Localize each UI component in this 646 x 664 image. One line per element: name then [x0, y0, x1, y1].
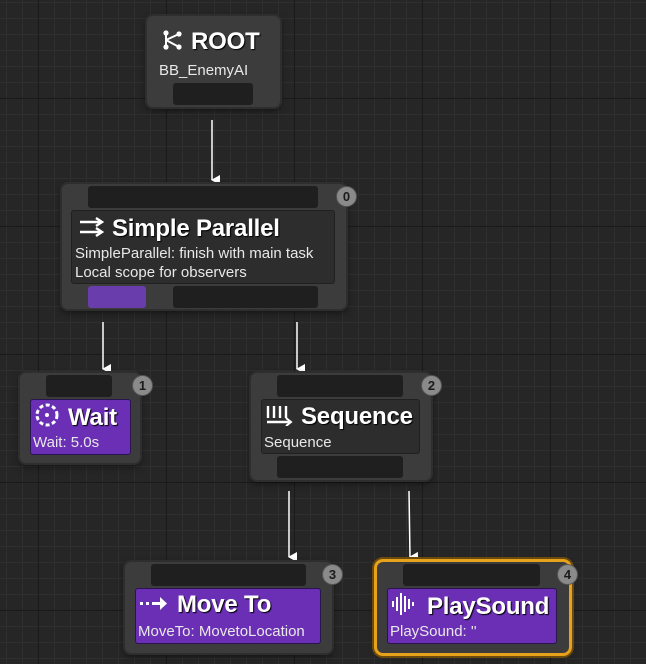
root-branch-icon: [161, 29, 183, 56]
wait-index-badge: 1: [132, 375, 153, 396]
root-title: ROOT: [191, 28, 260, 55]
parallel-title: Simple Parallel: [112, 215, 280, 242]
sequence-input-pin[interactable]: [277, 375, 403, 397]
wait-node[interactable]: Wait Wait: 5.0s 1: [20, 373, 153, 463]
parallel-desc-2: Local scope for observers: [75, 264, 247, 281]
wait-timer-icon: [34, 402, 60, 433]
play-sound-node[interactable]: PlaySound PlaySound: '' 4: [377, 562, 578, 653]
parallel-background-pin[interactable]: [173, 286, 318, 308]
playsound-index-badge: 4: [557, 564, 578, 585]
root-output-pin[interactable]: [173, 83, 253, 105]
moveto-input-pin[interactable]: [151, 564, 306, 586]
root-blackboard: BB_EnemyAI: [159, 62, 249, 79]
parallel-panel: Simple Parallel SimpleParallel: finish w…: [71, 210, 335, 284]
moveto-title: Move To: [177, 591, 272, 618]
parallel-desc-1: SimpleParallel: finish with main task: [75, 245, 314, 262]
wire-sequence-to-playsound: [408, 490, 419, 562]
wait-title: Wait: [68, 403, 117, 431]
sequence-desc: Sequence: [264, 434, 332, 451]
wait-panel: Wait Wait: 5.0s: [30, 399, 131, 455]
playsound-desc: PlaySound: '': [390, 623, 477, 640]
sequence-node[interactable]: Sequence Sequence 2: [251, 373, 442, 480]
moveto-index-badge: 3: [322, 564, 343, 585]
move-arrow-icon: [139, 593, 169, 618]
moveto-panel: Move To MoveTo: MovetoLocation: [135, 588, 321, 644]
parallel-main-task-pin[interactable]: [88, 286, 146, 308]
move-to-node[interactable]: Move To MoveTo: MovetoLocation 3: [125, 562, 343, 653]
sequence-output-pin[interactable]: [277, 456, 403, 478]
playsound-title: PlaySound: [427, 592, 550, 620]
playsound-input-pin[interactable]: [403, 564, 540, 586]
parallel-input-pin[interactable]: [88, 186, 318, 208]
moveto-desc: MoveTo: MovetoLocation: [138, 623, 305, 640]
wait-desc: Wait: 5.0s: [33, 434, 100, 451]
sound-wave-icon: [391, 591, 419, 622]
wait-input-pin[interactable]: [46, 375, 112, 397]
parallel-arrows-icon: [78, 216, 105, 243]
parallel-index-badge: 0: [336, 186, 357, 207]
sequence-index-badge: 2: [421, 375, 442, 396]
root-node[interactable]: ROOT BB_EnemyAI: [147, 16, 280, 107]
sequence-panel: Sequence Sequence: [261, 399, 420, 454]
playsound-panel: PlaySound PlaySound: '': [387, 588, 557, 644]
simple-parallel-node[interactable]: Simple Parallel SimpleParallel: finish w…: [62, 184, 357, 309]
sequence-title: Sequence: [301, 402, 413, 430]
sequence-arrows-icon: [265, 402, 293, 431]
